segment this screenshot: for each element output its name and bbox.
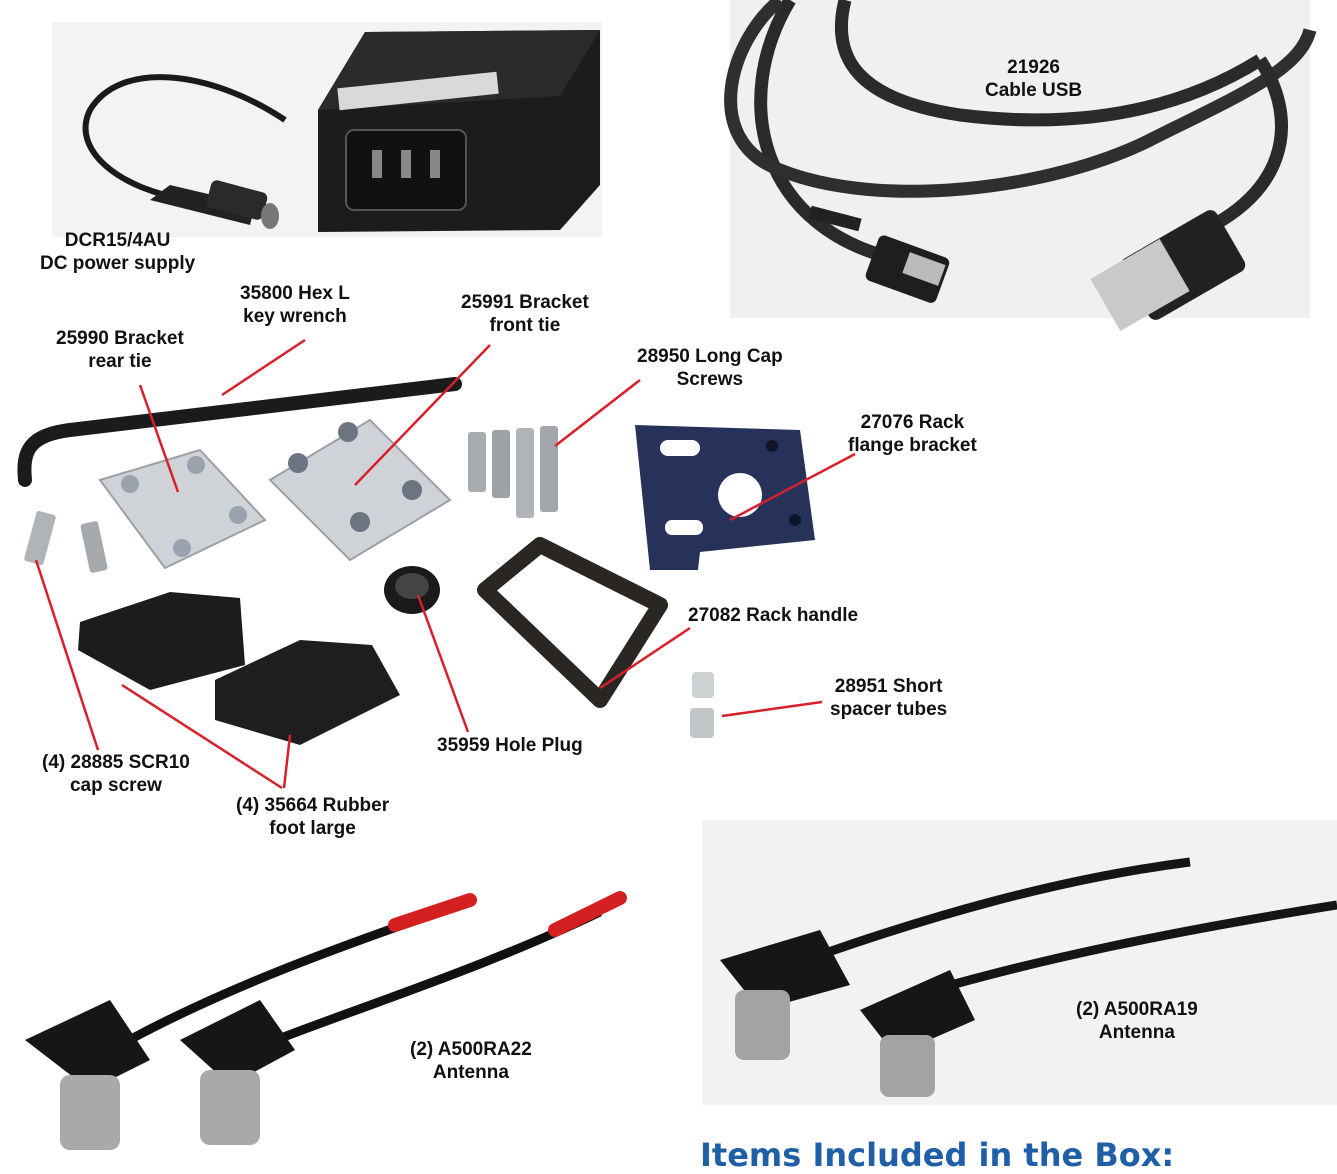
label-cap-screw: (4) 28885 SCR10 cap screw	[42, 752, 190, 796]
callout-hole-plug	[416, 594, 470, 733]
label-power-supply: DCR15/4AU DC power supply	[40, 230, 196, 274]
label-rack-flange: 27076 Rack flange bracket	[848, 412, 977, 456]
label-hex-wrench: 35800 Hex L key wrench	[240, 283, 350, 327]
callout-hex-wrench	[221, 338, 306, 397]
hex-wrench-photo	[17, 377, 462, 487]
label-rack-handle: 27082 Rack handle	[688, 605, 859, 626]
label-bracket-front: 25991 Bracket front tie	[461, 292, 589, 336]
label-hole-plug: 35959 Hole Plug	[437, 735, 583, 756]
callout-rack-handle	[599, 626, 691, 690]
callout-cap-screw	[34, 559, 100, 751]
spacer-tubes-photo	[690, 672, 714, 738]
label-usb-cable: 21926 Cable USB	[985, 57, 1083, 101]
label-antenna-ra22: (2) A500RA22 Antenna	[410, 1039, 532, 1083]
antenna-ra22-photo	[25, 891, 627, 1150]
callout-long-cap-screws	[554, 379, 641, 447]
bracket-front-photo	[268, 418, 452, 562]
callout-bracket-front	[354, 344, 491, 486]
antenna-ra19-photo	[702, 820, 1337, 1105]
label-spacer-tubes: 28951 Short spacer tubes	[830, 676, 948, 720]
callout-rubber-foot-a	[121, 683, 283, 790]
usb-cable-photo	[724, 0, 1317, 331]
label-bracket-rear: 25990 Bracket rear tie	[56, 328, 184, 372]
rubber-feet-photo	[78, 592, 400, 745]
section-heading: Items Included in the Box:	[700, 1136, 1175, 1174]
callout-rubber-foot-b	[282, 734, 292, 789]
callout-spacer-tubes	[721, 700, 823, 718]
rack-handle-photo	[477, 537, 668, 708]
bracket-rear-photo	[98, 448, 267, 570]
label-rubber-foot: (4) 35664 Rubber foot large	[236, 795, 390, 839]
callout-bracket-rear	[138, 384, 180, 493]
callout-lines	[34, 338, 856, 790]
long-cap-screws-photo	[468, 426, 558, 518]
cap-screws-photo	[24, 510, 108, 573]
rack-flange-bracket-photo	[635, 425, 815, 570]
hole-plug-photo	[384, 566, 440, 614]
power-supply-photo	[52, 22, 602, 237]
label-antenna-ra19: (2) A500RA19 Antenna	[1076, 999, 1198, 1043]
label-long-cap-screws: 28950 Long Cap Screws	[637, 346, 783, 390]
callout-rack-flange	[729, 452, 856, 522]
